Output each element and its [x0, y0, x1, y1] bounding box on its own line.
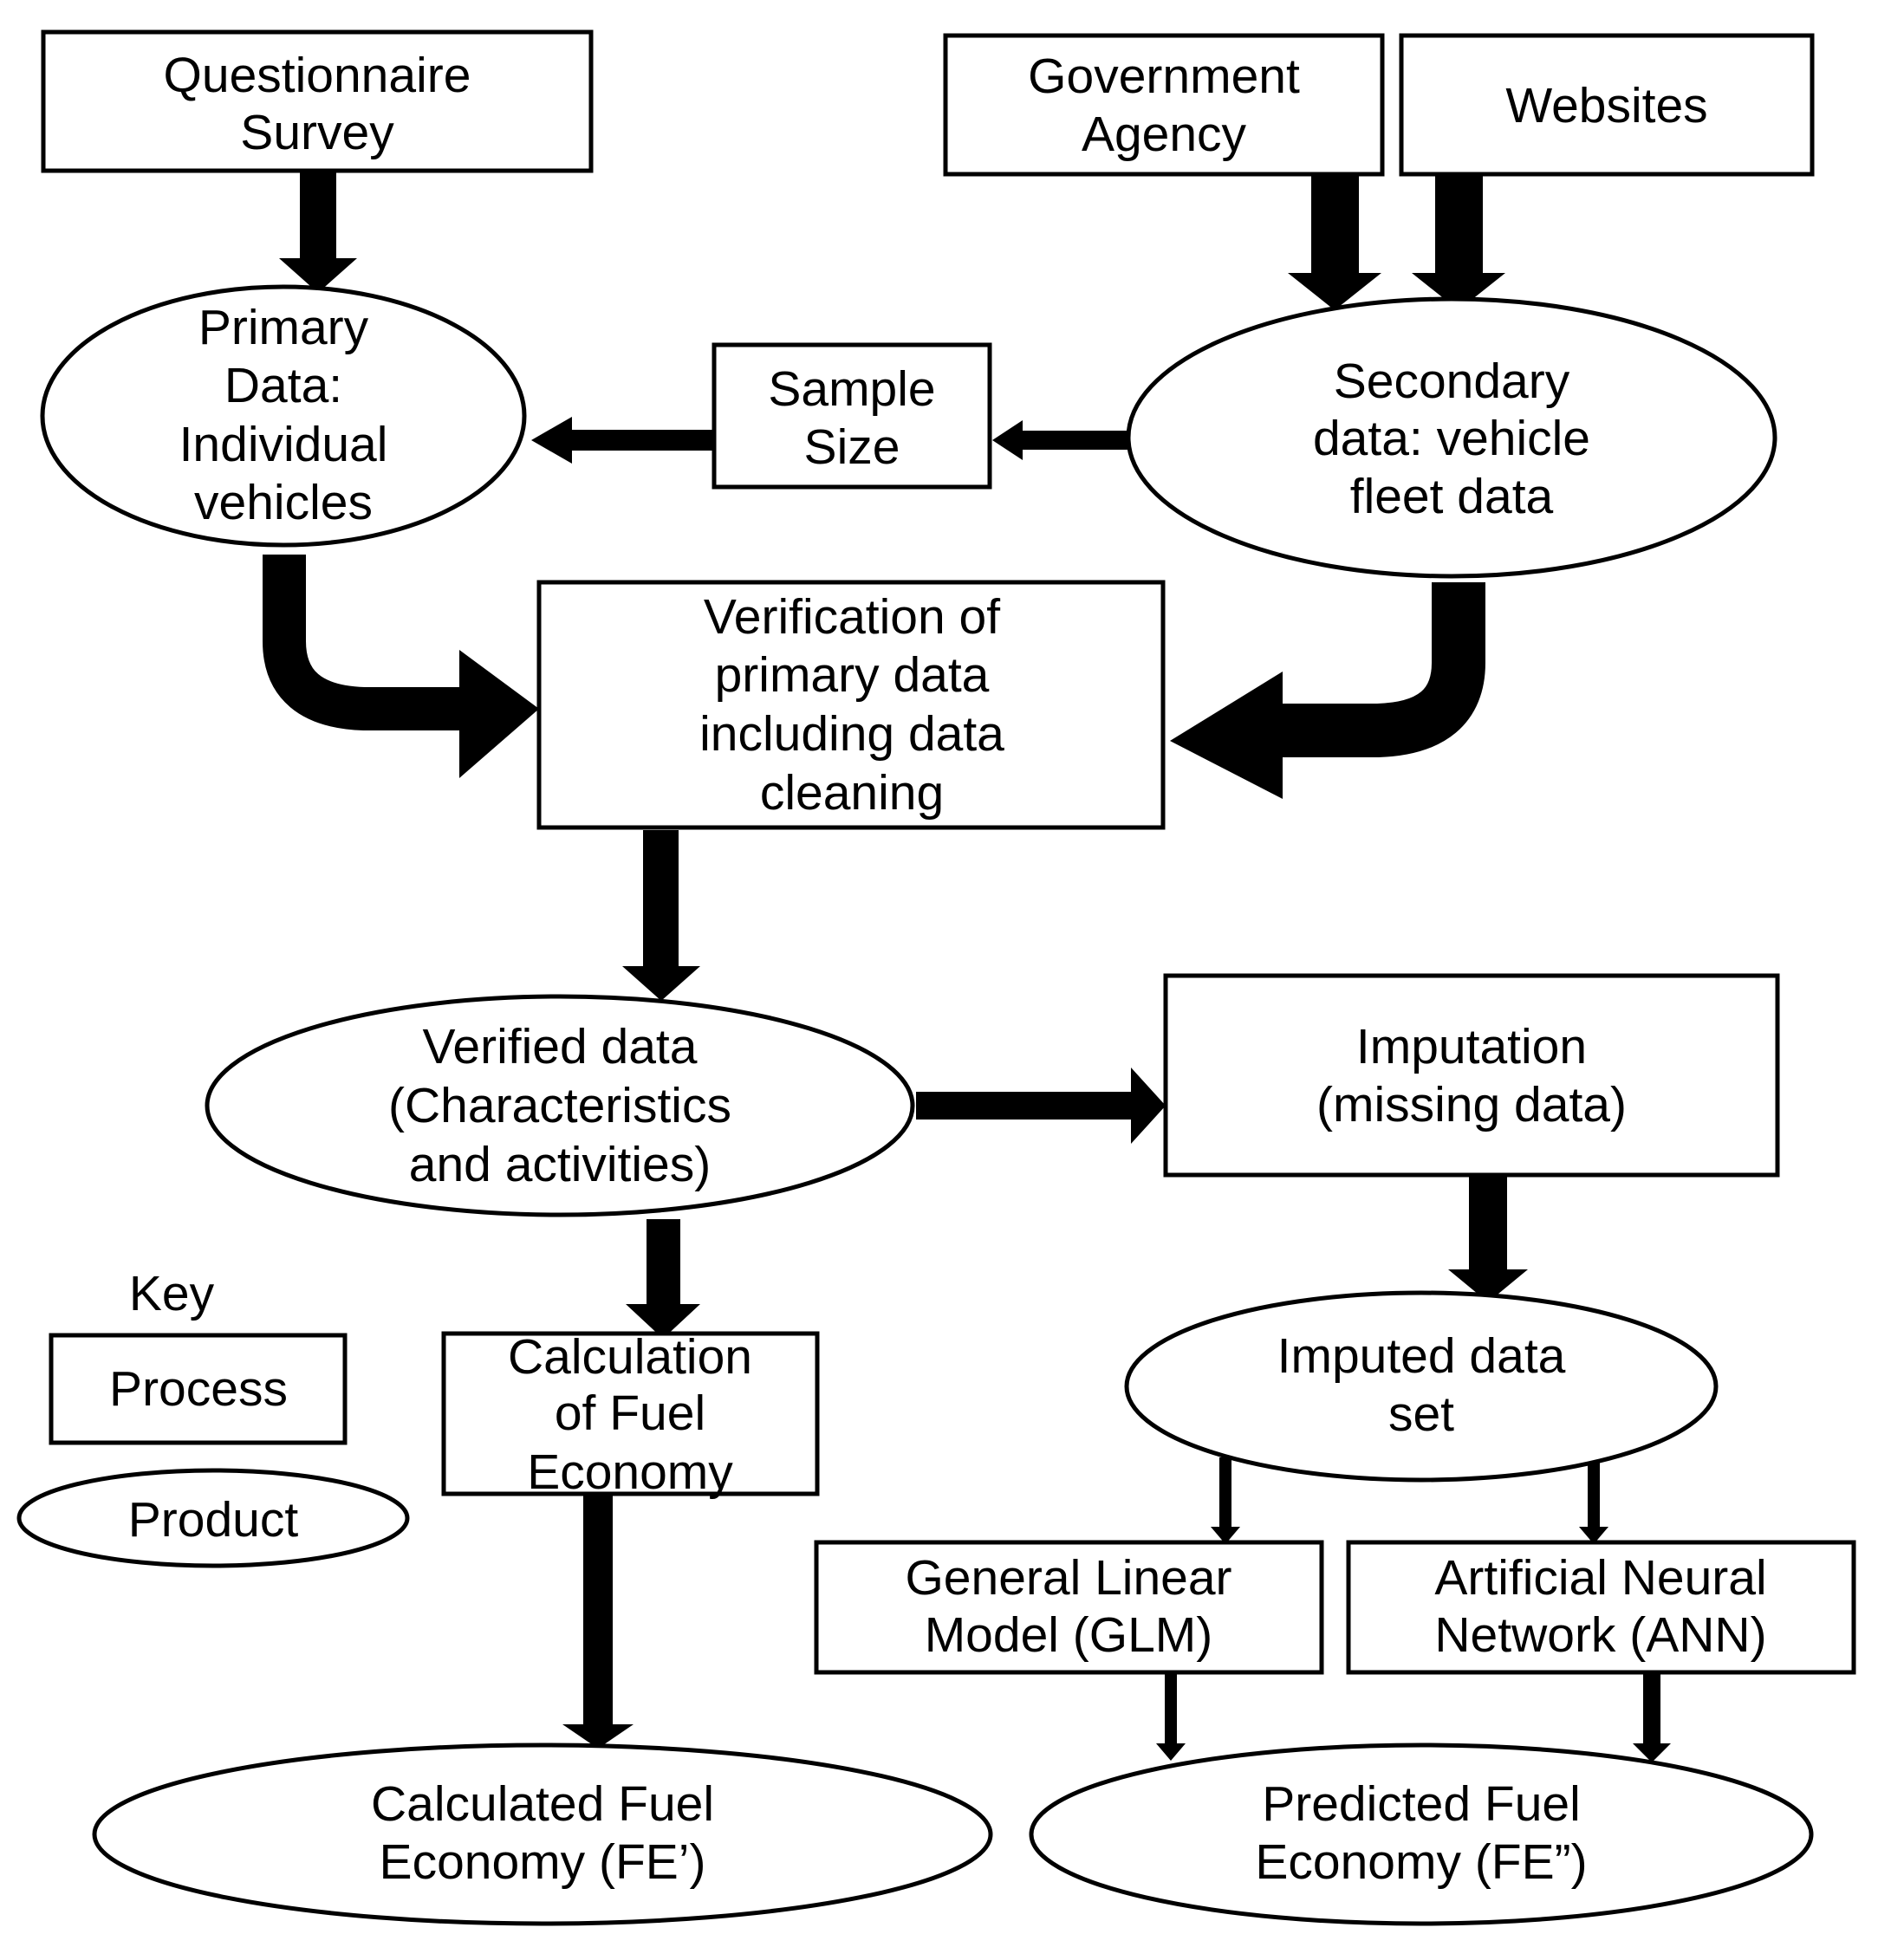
node-label-line: Economy (FE”) [1255, 1834, 1587, 1890]
process-box [536, 580, 1166, 830]
node-label-line: (missing data) [1316, 1077, 1627, 1133]
arrow-imputed-to-glm [1211, 1457, 1240, 1544]
node-glm: General Linear Model (GLM) [814, 1540, 1324, 1675]
node-imputed-data: Imputed data set [1124, 1290, 1719, 1483]
arrow-sample-to-primary [531, 417, 719, 464]
node-label-line: Questionnaire [164, 48, 471, 103]
node-questionnaire-survey: Questionnaire Survey [41, 29, 594, 173]
node-label-line: Imputation [1356, 1019, 1587, 1074]
node-label-line: fleet data [1350, 469, 1554, 524]
node-label-line: Network (ANN) [1434, 1607, 1766, 1663]
node-label-line: Economy (FE’) [380, 1834, 706, 1890]
node-label-line: Verification of [704, 589, 1000, 645]
arrow-verified-to-calculation [626, 1219, 700, 1339]
node-websites: Websites [1399, 33, 1815, 177]
node-label-line: Calculation [508, 1329, 752, 1385]
product-oval [1126, 296, 1777, 579]
arrow-glm-to-predicted-fe [1156, 1674, 1186, 1761]
node-label-line: General Linear [905, 1550, 1231, 1606]
node-label-line: Calculated Fuel [371, 1776, 714, 1832]
arrow-websites-to-secondary [1412, 175, 1505, 310]
process-box [1163, 973, 1780, 1178]
node-label-line: Size [804, 419, 900, 475]
arrow-government-to-secondary [1288, 175, 1381, 310]
product-oval [40, 284, 527, 548]
legend-product-label: Product [128, 1492, 299, 1548]
node-verification: Verification of primary data including d… [536, 580, 1166, 830]
process-box [41, 29, 594, 173]
arrow-secondary-to-verification-head [1170, 672, 1283, 799]
arrow-primary-to-verification-shaft [263, 555, 464, 730]
node-label-line: Government [1028, 49, 1300, 104]
node-calculated-fe: Calculated Fuel Economy (FE’) [92, 1743, 993, 1926]
legend: Key Process Product [16, 1266, 410, 1568]
node-verified-data: Verified data (Characteristics and activ… [205, 994, 915, 1217]
process-box [814, 1540, 1324, 1675]
legend-process-label: Process [109, 1361, 288, 1417]
node-label-line: Imputed data [1277, 1328, 1566, 1384]
node-label-line: Model (GLM) [925, 1607, 1213, 1663]
node-label-line: Predicted Fuel [1262, 1776, 1581, 1832]
process-box [441, 1331, 820, 1496]
arrow-questionnaire-to-primary [279, 171, 357, 293]
node-label-line: including data [699, 706, 1004, 762]
node-label-line: Agency [1082, 107, 1247, 162]
node-label-line: Artificial Neural [1434, 1550, 1766, 1606]
node-label-line: Economy [527, 1444, 733, 1500]
arrow-calculation-to-calculated-fe [562, 1494, 634, 1749]
process-box [943, 33, 1385, 177]
legend-process-box [49, 1333, 348, 1445]
node-label-line: Individual [179, 417, 388, 472]
node-sample-size: Sample Size [712, 342, 992, 490]
node-label-line: of Fuel [555, 1386, 705, 1441]
node-label-line: and activities) [409, 1137, 712, 1192]
product-oval [205, 994, 915, 1217]
node-secondary-data: Secondary data: vehicle fleet data [1126, 296, 1777, 579]
arrow-verified-to-imputation [916, 1068, 1166, 1144]
node-label-line: Websites [1505, 78, 1707, 133]
node-label-line: data: vehicle [1313, 411, 1590, 466]
node-label-line: primary data [715, 647, 990, 703]
node-label-line: vehicles [194, 475, 373, 530]
product-oval [92, 1743, 993, 1926]
node-label-line: (Characteristics [388, 1078, 731, 1133]
arrow-primary-to-verification-head [459, 650, 539, 778]
legend-title: Key [129, 1266, 215, 1321]
arrow-verification-to-verified [622, 830, 700, 1001]
product-oval [1029, 1743, 1814, 1926]
node-primary-data: Primary Data: Individual vehicles [40, 284, 527, 548]
node-label-line: set [1388, 1386, 1454, 1442]
process-box [712, 342, 992, 490]
node-label-line: Sample [768, 361, 935, 417]
process-box [1346, 1540, 1856, 1675]
arrow-secondary-to-verification-shaft [1274, 582, 1485, 757]
node-predicted-fe: Predicted Fuel Economy (FE”) [1029, 1743, 1814, 1926]
node-label-line: Secondary [1334, 354, 1570, 409]
arrow-imputed-to-ann [1579, 1460, 1608, 1544]
node-calculation: Calculation of Fuel Economy [441, 1329, 820, 1500]
arrow-ann-to-predicted-fe [1633, 1674, 1671, 1762]
node-government-agency: Government Agency [943, 33, 1385, 177]
node-ann: Artificial Neural Network (ANN) [1346, 1540, 1856, 1675]
node-label-line: cleaning [760, 765, 944, 821]
arrow-imputation-to-imputed [1448, 1177, 1528, 1302]
node-imputation: Imputation (missing data) [1163, 973, 1780, 1178]
process-box [1399, 33, 1815, 177]
node-label-line: Primary [198, 300, 369, 355]
node-label-line: Survey [240, 105, 394, 160]
node-label-line: Verified data [423, 1019, 698, 1074]
product-oval [1124, 1290, 1719, 1483]
node-label-line: Data: [224, 358, 342, 413]
legend-product-oval [16, 1468, 410, 1568]
arrow-secondary-to-sample [992, 420, 1131, 460]
